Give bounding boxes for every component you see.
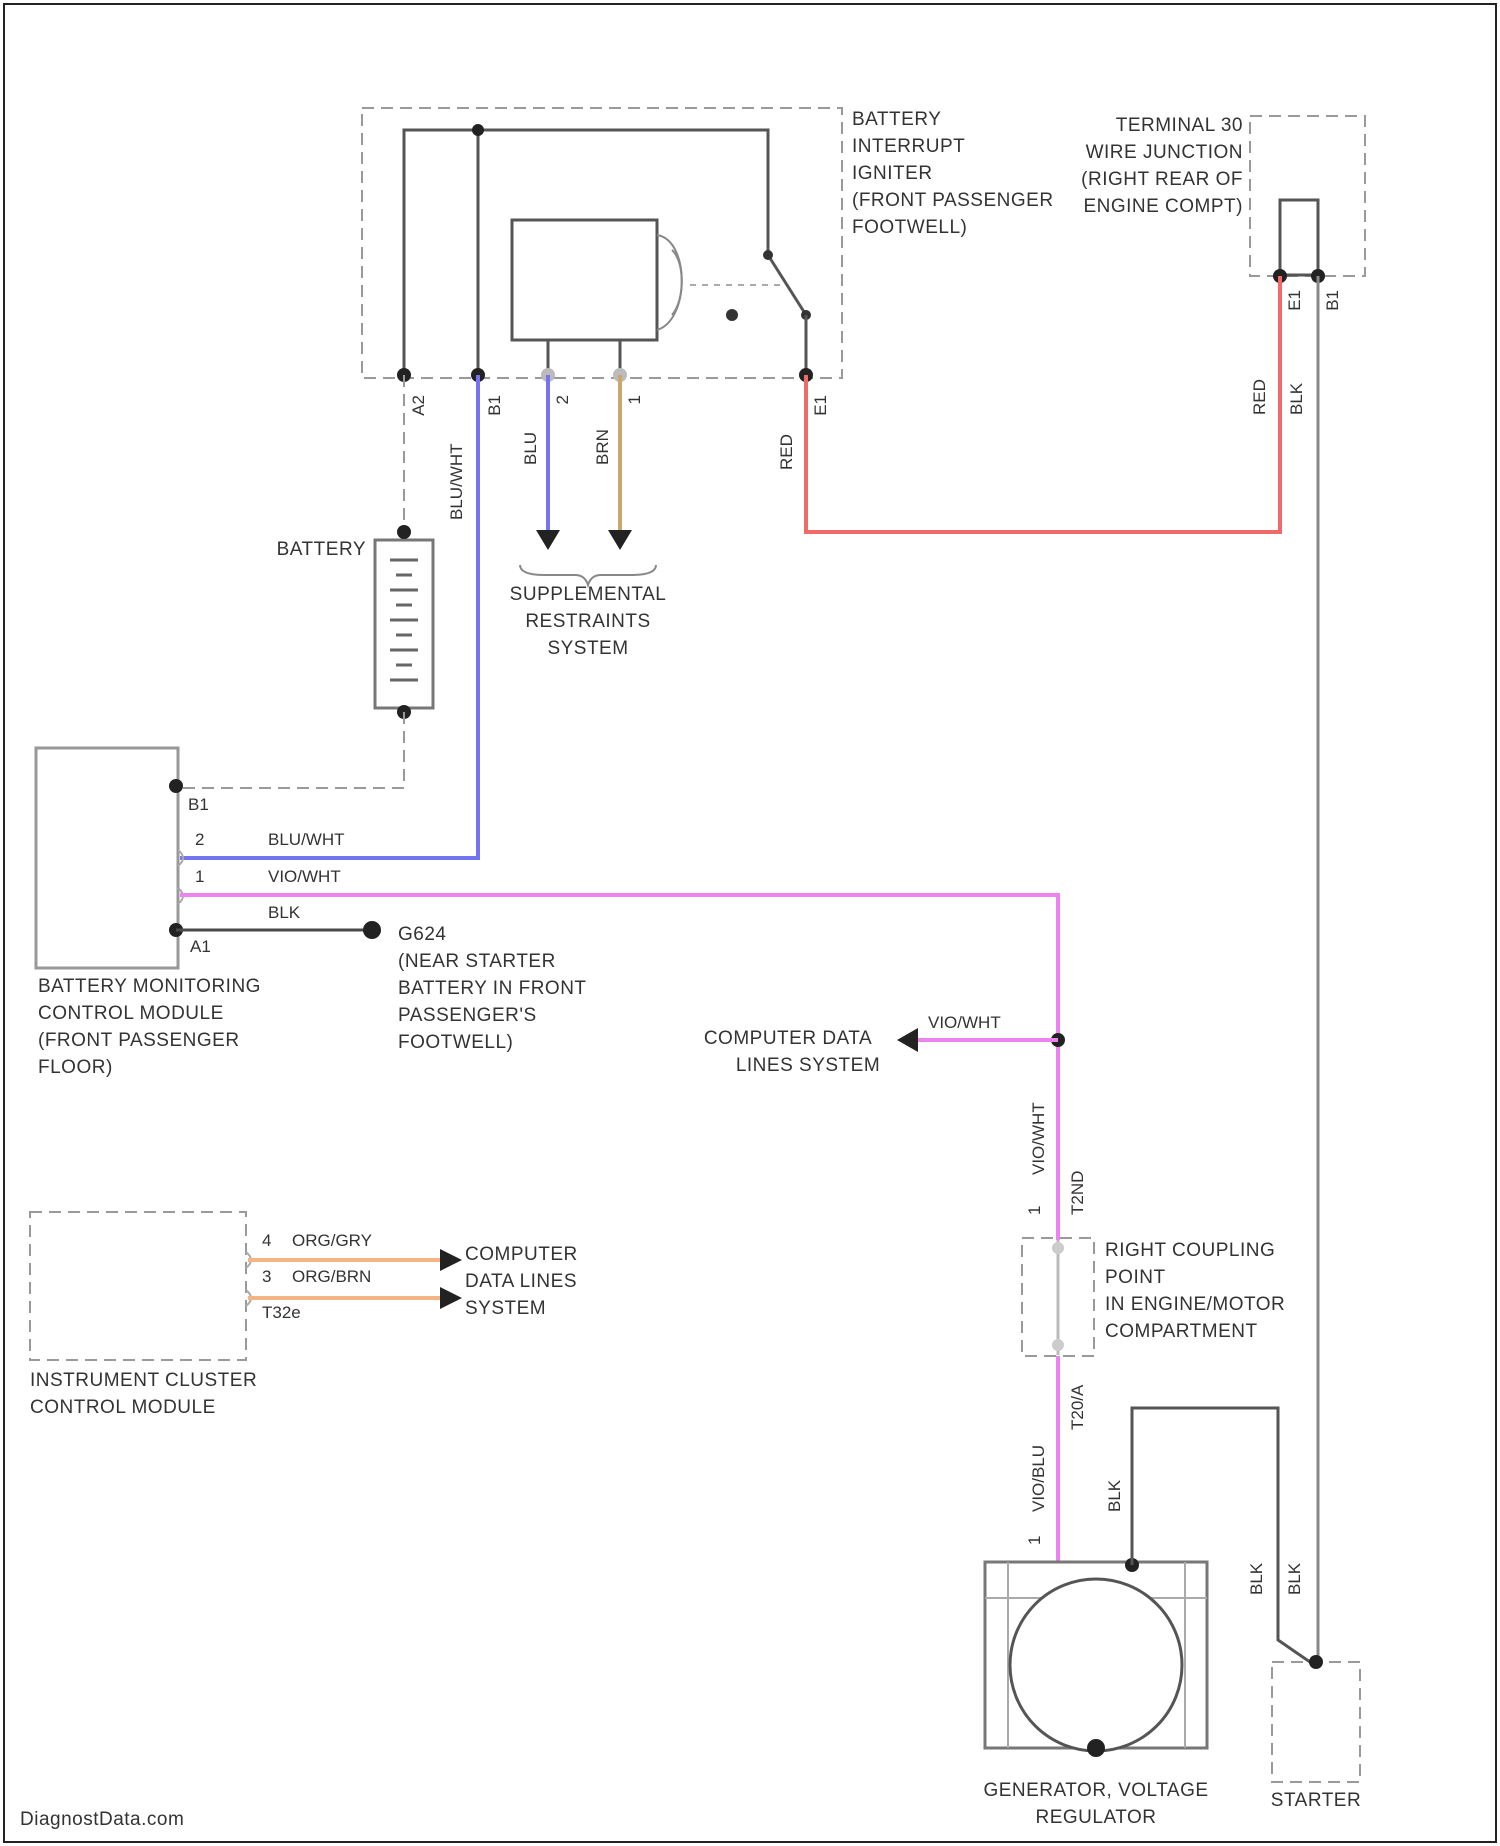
arrow-brn-srs [608,530,632,550]
srs-label-1: SUPPLEMENTAL [510,584,667,605]
wire-vio-wht-label-1: VIO/WHT [268,867,341,886]
cdl1-label-2: LINES SYSTEM [736,1055,880,1076]
battery-monitoring-control-module [36,748,183,968]
cdl2-label-3: SYSTEM [465,1298,546,1319]
srs-brace [520,565,656,585]
coupling-label-4: COMPARTMENT [1105,1321,1258,1342]
wire-red [806,276,1280,532]
bmcm-label-1: BATTERY MONITORING [38,976,261,997]
coupling-label-1: RIGHT COUPLING [1105,1240,1275,1261]
cp-pin-t2b: T20/A [1068,1384,1087,1430]
icm-pin-3: 3 [262,1267,271,1286]
wire-blk-label-t30: BLK [1287,382,1306,415]
cp-pin-1: 1 [1025,1206,1044,1215]
g624-label-4: PASSENGER'S [398,1005,537,1026]
t30-label-1: TERMINAL 30 [1116,115,1243,136]
cdl2-label-1: COMPUTER [465,1244,578,1265]
icm-label-1: INSTRUMENT CLUSTER [30,1370,257,1391]
t30-label-3: (RIGHT REAR OF [1081,169,1243,190]
bmcm-label-4: FLOOR) [38,1057,113,1078]
bm-pin-2: 2 [195,830,204,849]
g624-label-1: G624 [398,924,446,945]
wire-vio-blu-label: VIO/BLU [1029,1445,1048,1512]
pin-2: 2 [553,395,572,404]
bmcm-label-3: (FRONT PASSENGER [38,1030,240,1051]
battery [178,375,433,788]
wire-blk-label-bm: BLK [268,903,301,922]
srs-label-2: RESTRAINTS [525,611,650,632]
bm-pin-a1: A1 [190,937,211,956]
right-coupling-point [1022,1238,1094,1356]
wire-red-label-1: RED [777,434,796,470]
generator-label-1: GENERATOR, VOLTAGE [983,1780,1208,1801]
bii-label-5: FOOTWELL) [852,217,967,238]
icm-label-2: CONTROL MODULE [30,1397,216,1418]
bii-label-4: (FRONT PASSENGER [852,190,1054,211]
wire-blu-wht-label-1: BLU/WHT [447,444,466,521]
pin-e1: E1 [811,395,830,416]
coupling-label-2: POINT [1105,1267,1166,1288]
cp-pin-t2: T2ND [1068,1171,1087,1215]
pin-a2: A2 [409,395,428,416]
wire-blk-label-st1: BLK [1247,1562,1266,1595]
pin-b1t: B1 [1323,290,1342,311]
wire-red-label-2: RED [1250,379,1269,415]
terminal30-junction [1250,116,1365,283]
g624-label-2: (NEAR STARTER [398,951,556,972]
watermark: DiagnostData.com [20,1809,184,1830]
arrow-cdl-2b [440,1287,462,1309]
wire-org-brn-label: ORG/BRN [292,1267,371,1286]
g624-label-5: FOOTWELL) [398,1032,513,1053]
page-border [4,4,1496,1842]
instrument-cluster-control-module [30,1212,251,1360]
bm-pin-b1: B1 [188,795,209,814]
arrow-blu-srs [536,530,560,550]
pin-e1b: E1 [1285,290,1304,311]
bmcm-label-2: CONTROL MODULE [38,1003,224,1024]
arrow-cdl-2a [440,1249,462,1271]
g624-label-3: BATTERY IN FRONT [398,978,587,999]
srs-label-3: SYSTEM [547,638,628,659]
wire-vio-wht [180,895,1058,1240]
icm-pin-4: 4 [262,1231,271,1250]
cdl1-label-1: COMPUTER DATA [704,1028,872,1049]
wire-blk-label-st2: BLK [1285,1562,1304,1595]
pin-1: 1 [625,395,644,404]
bii-label-2: INTERRUPT [852,136,965,157]
wire-blu-wht-label-2: BLU/WHT [268,830,345,849]
t30-label-4: ENGINE COMPT) [1083,196,1243,217]
wire-blu-label: BLU [521,432,540,465]
pin-b1: B1 [485,395,504,416]
arrow-cdl-1 [897,1028,918,1052]
battery-label: BATTERY [277,539,366,560]
wire-vio-wht-label-2: VIO/WHT [928,1013,1001,1032]
generator-voltage-regulator [985,1558,1207,1757]
bm-pin-1: 1 [195,867,204,886]
cdl2-label-2: DATA LINES [465,1271,577,1292]
wire-vio-wht-label-3: VIO/WHT [1029,1102,1048,1175]
ground-g624-point [363,921,381,939]
cp-pin-1b: 1 [1025,1536,1044,1545]
wire-brn-label: BRN [593,429,612,465]
wire-blk-label-gen: BLK [1105,1479,1124,1512]
wire-org-gry-label: ORG/GRY [292,1231,372,1250]
starter [1272,1655,1360,1782]
battery-interrupt-igniter [362,108,842,382]
coupling-label-3: IN ENGINE/MOTOR [1105,1294,1285,1315]
generator-label-2: REGULATOR [1036,1807,1157,1828]
bii-label-1: BATTERY [852,109,941,130]
starter-label: STARTER [1271,1790,1361,1811]
icm-pin-t32: T32e [262,1303,301,1322]
bii-label-3: IGNITER [852,163,933,184]
t30-label-2: WIRE JUNCTION [1086,142,1243,163]
